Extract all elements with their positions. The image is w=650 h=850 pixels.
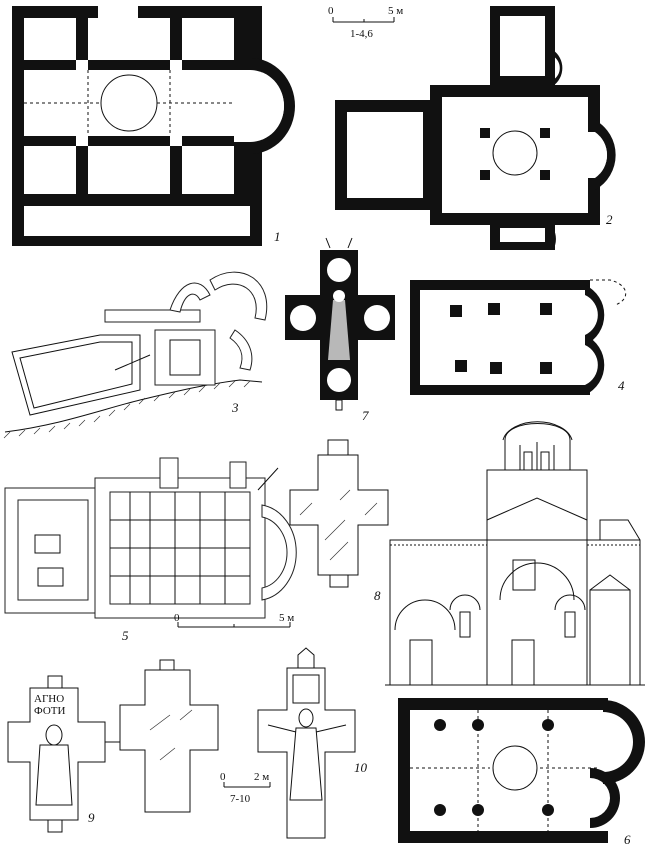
- cross-9: АГНО ФОТИ 9: [7, 659, 219, 833]
- cross-inscription-mid: ФОТИ: [34, 705, 65, 717]
- figure-number-9: 9: [88, 810, 95, 825]
- church-elevation: [385, 421, 645, 686]
- figure-number-6: 6: [624, 832, 631, 847]
- plan-3: 3: [3, 271, 268, 439]
- cross-inscription-top: АГНО: [34, 693, 64, 705]
- figure-number-10: 10: [354, 760, 368, 775]
- figure-number-4: 4: [618, 378, 625, 393]
- figure-number-5: 5: [122, 628, 129, 643]
- scale-end: 5 м: [388, 5, 403, 17]
- scale-range: 7-10: [230, 793, 251, 805]
- figure-number-1: 1: [274, 229, 281, 244]
- figure-number-7: 7: [362, 408, 369, 423]
- figure-number-2: 2: [606, 212, 613, 227]
- cross-8: 8: [289, 439, 389, 603]
- plan-1: 1: [12, 6, 295, 246]
- plan-2: 2: [335, 6, 616, 250]
- figure-number-3: 3: [231, 400, 239, 415]
- scale-zero: 0: [174, 612, 180, 624]
- scale-zero: 0: [328, 5, 334, 17]
- scale-bar-bottom: 0 2 м 7-10: [220, 771, 271, 805]
- cross-7: 7: [285, 237, 395, 423]
- scale-bar-top: 0 5 м 1-4,6: [328, 5, 403, 40]
- figure-number-8: 8: [374, 588, 381, 603]
- scale-zero: 0: [220, 771, 226, 783]
- plan-5: 5: [4, 457, 297, 643]
- plan-6: 6: [398, 698, 645, 847]
- cross-10: 10: [257, 647, 368, 839]
- scale-bar-middle: 0 5 м: [174, 612, 294, 628]
- scale-range: 1-4,6: [350, 28, 373, 40]
- plan-4: 4: [410, 279, 627, 395]
- scale-end: 2 м: [254, 771, 269, 783]
- scale-end: 5 м: [279, 612, 294, 624]
